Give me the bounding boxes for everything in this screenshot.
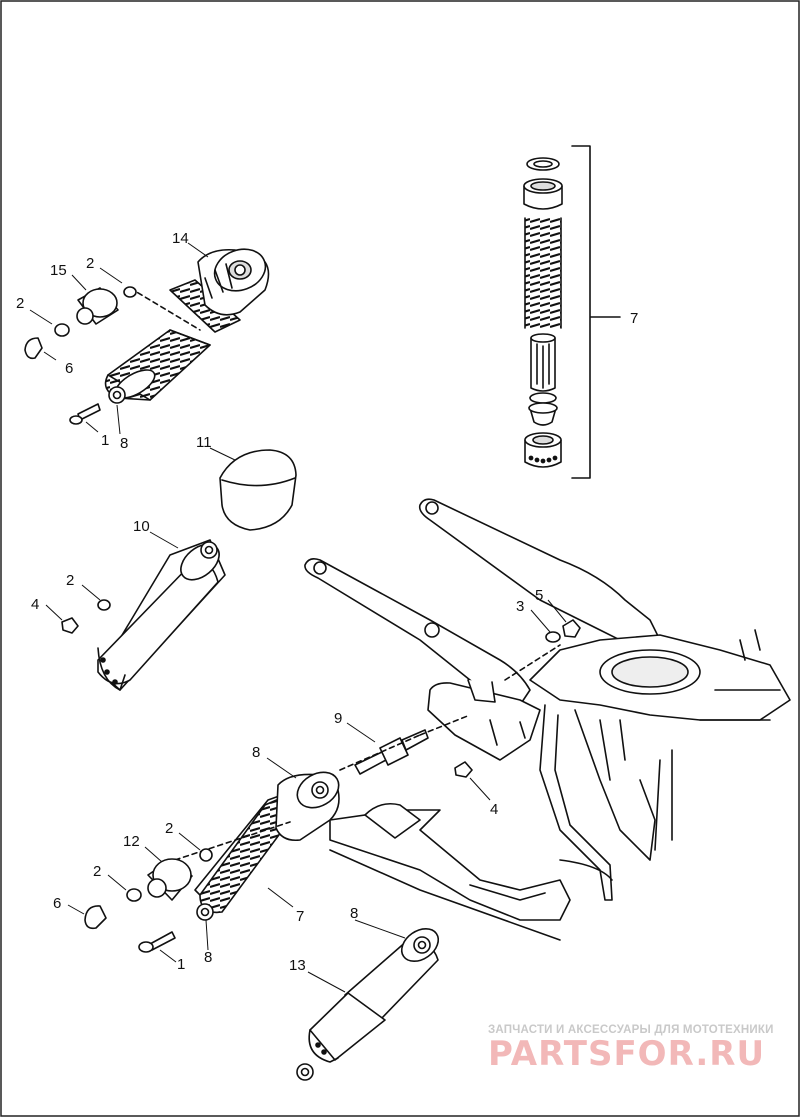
callout-6: 6 xyxy=(53,895,61,912)
callout-13: 13 xyxy=(289,957,306,974)
bracket-item-7 xyxy=(571,145,621,479)
motorcycle-frame xyxy=(304,498,791,901)
nut-6a xyxy=(24,337,43,360)
callout-7: 7 xyxy=(296,908,304,925)
callouts: 14 15 2 2 6 1 8 11 10 2 4 7 3 5 9 4 8 12… xyxy=(16,230,638,974)
callout-1: 1 xyxy=(177,956,185,973)
upper-shock-assembly xyxy=(104,248,270,404)
bolt-1b xyxy=(138,931,176,953)
callout-12: 12 xyxy=(123,833,140,850)
callout-1: 1 xyxy=(101,432,109,449)
callout-14: 14 xyxy=(172,230,189,247)
bushing-15 xyxy=(76,287,119,325)
shock-body-10 xyxy=(97,539,226,691)
spring-kit-exploded xyxy=(523,157,563,468)
callout-11: 11 xyxy=(196,434,212,451)
callout-2: 2 xyxy=(66,572,74,589)
callout-2: 2 xyxy=(93,863,101,880)
washer-2e xyxy=(126,888,142,902)
callout-8: 8 xyxy=(204,949,212,966)
bushing-12 xyxy=(147,858,193,901)
callout-7: 7 xyxy=(630,310,638,327)
washer-2b xyxy=(54,323,70,337)
callout-3: 3 xyxy=(516,598,524,615)
callout-9: 9 xyxy=(334,710,342,727)
callout-5: 5 xyxy=(535,587,543,604)
callout-6: 6 xyxy=(65,360,73,377)
lower-frame-rail xyxy=(329,809,571,921)
washer-2d xyxy=(199,848,213,862)
callout-10: 10 xyxy=(133,518,150,535)
callout-2: 2 xyxy=(86,255,94,272)
shock-13 xyxy=(296,927,440,1081)
callout-4: 4 xyxy=(31,596,39,613)
axis-line-upper xyxy=(129,287,201,331)
callout-2: 2 xyxy=(165,820,173,837)
bolt-1a xyxy=(69,403,101,425)
callout-4: 4 xyxy=(490,801,498,818)
washer-2c xyxy=(97,599,111,611)
leader-lines xyxy=(29,242,620,993)
boot-11 xyxy=(219,449,297,531)
washer-2a xyxy=(123,286,137,298)
watermark-tagline: ЗАПЧАСТИ И АКСЕССУАРЫ ДЛЯ МОТОТЕХНИКИ xyxy=(488,1024,774,1036)
callout-15: 15 xyxy=(50,262,67,279)
nut-5 xyxy=(562,619,581,638)
nut-4a xyxy=(61,617,79,634)
nut-6b xyxy=(84,905,107,930)
lower-shock-assembly xyxy=(194,771,340,921)
watermark-brand: PARTSFOR.RU xyxy=(488,1034,766,1074)
nut-4b xyxy=(454,761,473,778)
callout-8: 8 xyxy=(350,905,358,922)
callout-2: 2 xyxy=(16,295,24,312)
washer-3 xyxy=(545,631,561,643)
callout-8: 8 xyxy=(120,435,128,452)
callout-8: 8 xyxy=(252,744,260,761)
